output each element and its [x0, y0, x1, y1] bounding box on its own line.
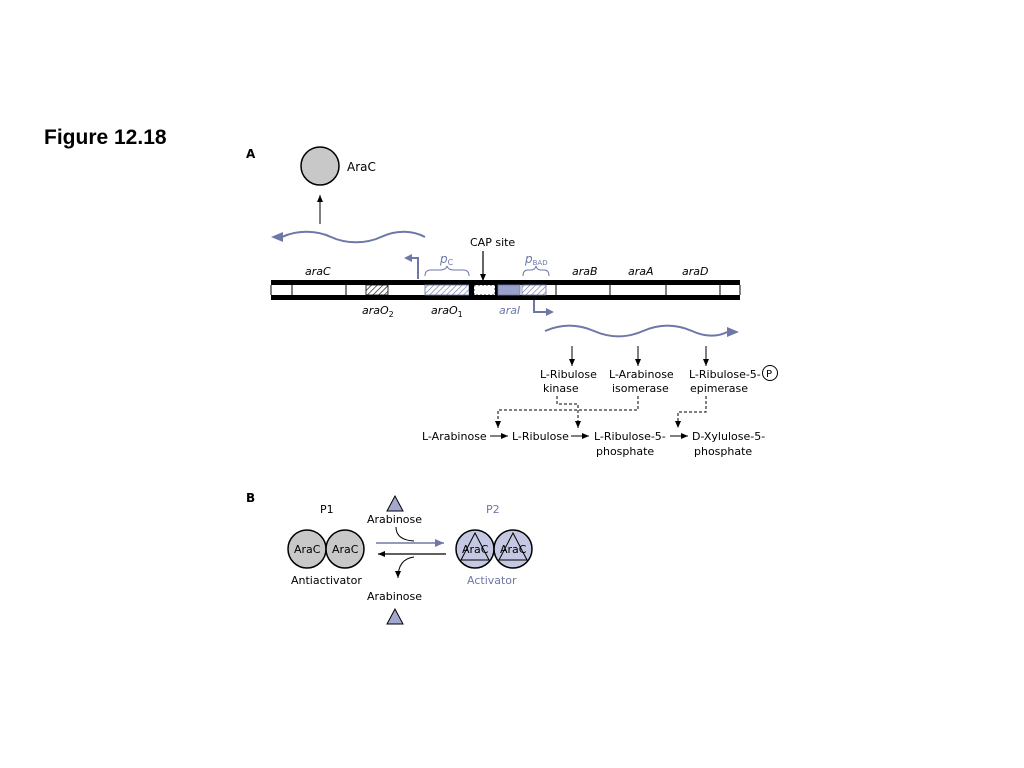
ribulose-5p-epimerase-label-line2: epimerase — [690, 382, 748, 395]
p2-bound-arabinose-left-icon — [460, 531, 490, 561]
kinase-catalysis-connector — [556, 396, 581, 428]
epimerase-catalysis-connector — [675, 396, 707, 428]
arad-gene-label: araD — [682, 265, 708, 278]
pathway-d-xylulose-5p-line1: D-Xylulose-5- — [692, 430, 765, 443]
arao2-site — [365, 284, 389, 296]
arabinose-label-bottom: Arabinose — [367, 590, 422, 603]
arabad-mrna-arrowhead — [727, 327, 739, 337]
arabinose-label-top: Arabinose — [367, 513, 422, 526]
arabinose-isomerase-label-line1: L-Arabinose — [609, 368, 674, 381]
arac-mrna-arrowhead — [271, 232, 283, 242]
ribulose-kinase-label-line1: L-Ribulose — [540, 368, 597, 381]
arac-gene-label: araC — [305, 265, 331, 278]
dna-junction-block — [469, 281, 474, 299]
pathway-d-xylulose-5p-line2: phosphate — [694, 445, 752, 458]
arac-protein-label: AraC — [347, 160, 376, 174]
arabinose-isomerase-label-line2: isomerase — [612, 382, 669, 395]
arabad-mrna-wave — [544, 324, 728, 338]
arabinose-release-curve — [395, 556, 415, 579]
p2-arac-label-right: AraC — [500, 543, 527, 556]
pbad-bracket — [522, 265, 550, 277]
phosphate-circle-letter: P — [766, 369, 772, 380]
antiactivator-label: Antiactivator — [291, 574, 362, 587]
pathway-l-arabinose: L-Arabinose — [422, 430, 487, 443]
pc-transcription-start-arrow — [410, 257, 419, 279]
dna-double-strand — [270, 280, 741, 300]
arabinose-triangle-top-icon — [386, 494, 404, 512]
pbad-promoter-label: pBAD — [524, 252, 548, 267]
cap-site-label: CAP site — [470, 236, 515, 249]
pbad-region — [521, 284, 547, 296]
pathway-l-ribulose-5p-line2: phosphate — [596, 445, 654, 458]
arabinose-binding-curve — [395, 526, 415, 542]
pc-bracket — [424, 265, 470, 277]
isomerase-catalysis-connector — [495, 396, 639, 428]
figure-title: Figure 12.18 — [44, 126, 167, 149]
p2-arac-monomer-right — [493, 529, 533, 569]
pc-promoter-label: pC — [439, 252, 454, 267]
p2-arac-label-left: AraC — [462, 543, 489, 556]
p1-label: P1 — [320, 503, 334, 516]
arab-gene-label: araB — [572, 265, 598, 278]
p1-arac-label-right: AraC — [332, 543, 359, 556]
pbad-transcription-start-arrow — [533, 300, 548, 313]
p1-arac-label-left: AraC — [294, 543, 321, 556]
phosphate-circle-icon — [762, 365, 778, 381]
pathway-l-ribulose: L-Ribulose — [512, 430, 569, 443]
cap-binding-site — [473, 284, 496, 296]
arai-site — [497, 284, 521, 296]
ribulose-5p-epimerase-label-line1: L-Ribulose-5- — [689, 368, 761, 381]
arabinose-triangle-bottom-icon — [386, 607, 404, 625]
p2-bound-arabinose-right-icon — [498, 531, 528, 561]
arao1-label: araO1 — [431, 304, 463, 319]
arao2-label: araO2 — [362, 304, 394, 319]
araa-gene-label: araA — [628, 265, 654, 278]
arac-mrna-wave — [281, 230, 426, 244]
arao1-site — [424, 284, 470, 296]
dna-junction-block — [495, 281, 498, 299]
arai-label: araI — [499, 304, 520, 317]
p1-arac-monomer-right — [325, 529, 365, 569]
panel-a-label: A — [246, 147, 256, 161]
arac-protein-circle — [300, 146, 340, 186]
ribulose-kinase-label-line2: kinase — [543, 382, 579, 395]
p2-label: P2 — [486, 503, 500, 516]
panel-b-label: B — [246, 491, 255, 505]
pathway-l-ribulose-5p-line1: L-Ribulose-5- — [594, 430, 666, 443]
activator-label: Activator — [467, 574, 517, 587]
